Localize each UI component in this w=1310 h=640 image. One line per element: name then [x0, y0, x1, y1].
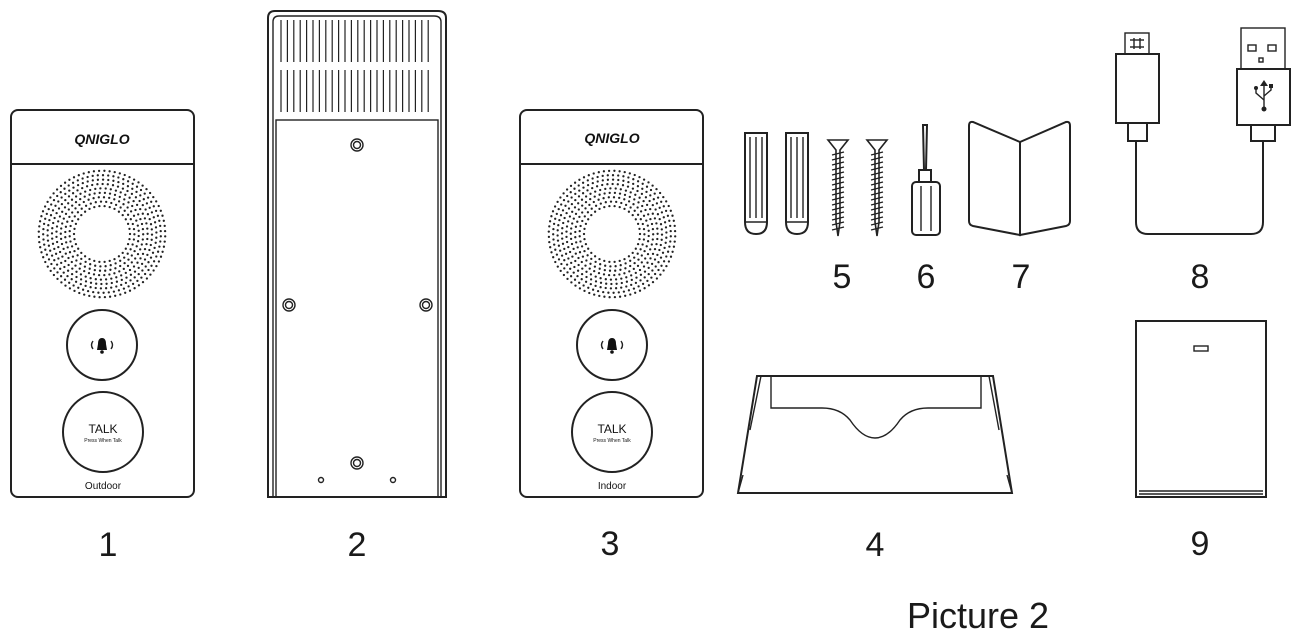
item-number-6: 6 — [917, 258, 936, 296]
bell-icon — [90, 338, 114, 354]
adhesive-mounting-plate — [1135, 320, 1267, 498]
screwdriver — [911, 124, 941, 236]
item-number-4: 4 — [866, 526, 885, 564]
outdoor-unit: QNIGLO TALK Press When Talk Outdoor — [10, 109, 195, 498]
usb-cable — [1115, 27, 1291, 235]
usb-icon — [1254, 80, 1273, 112]
desk-stand — [736, 375, 1014, 494]
item-number-7: 7 — [1012, 258, 1031, 296]
ventilation-slots — [280, 20, 429, 112]
indoor-unit-brand-logo: QNIGLO — [584, 130, 639, 146]
speaker-grille-icon — [37, 169, 167, 299]
indoor-unit-label: Indoor — [598, 481, 627, 492]
wall-plugs-and-screws — [744, 132, 889, 237]
item-number-2: 2 — [348, 526, 367, 564]
micro-usb-icon — [1130, 38, 1144, 49]
outdoor-talk-sublabel: Press When Talk — [84, 438, 122, 444]
bell-icon — [600, 338, 624, 354]
user-manual-booklet — [968, 120, 1071, 237]
indoor-talk-sublabel: Press When Talk — [593, 438, 631, 444]
figure-caption: Picture 2 — [907, 595, 1049, 636]
item-number-9: 9 — [1191, 525, 1210, 563]
mounting-back-plate — [267, 10, 447, 498]
indoor-talk-label: TALK — [597, 422, 626, 436]
indoor-unit: QNIGLO TALK Press When Talk Indoor — [519, 109, 704, 498]
outdoor-unit-label: Outdoor — [85, 481, 122, 492]
item-number-3: 3 — [601, 525, 620, 563]
item-number-8: 8 — [1191, 258, 1210, 296]
item-number-1: 1 — [99, 526, 118, 564]
outdoor-talk-label: TALK — [88, 422, 117, 436]
outdoor-unit-brand-logo: QNIGLO — [74, 131, 129, 147]
item-number-5: 5 — [833, 258, 852, 296]
speaker-grille-icon — [547, 169, 677, 299]
